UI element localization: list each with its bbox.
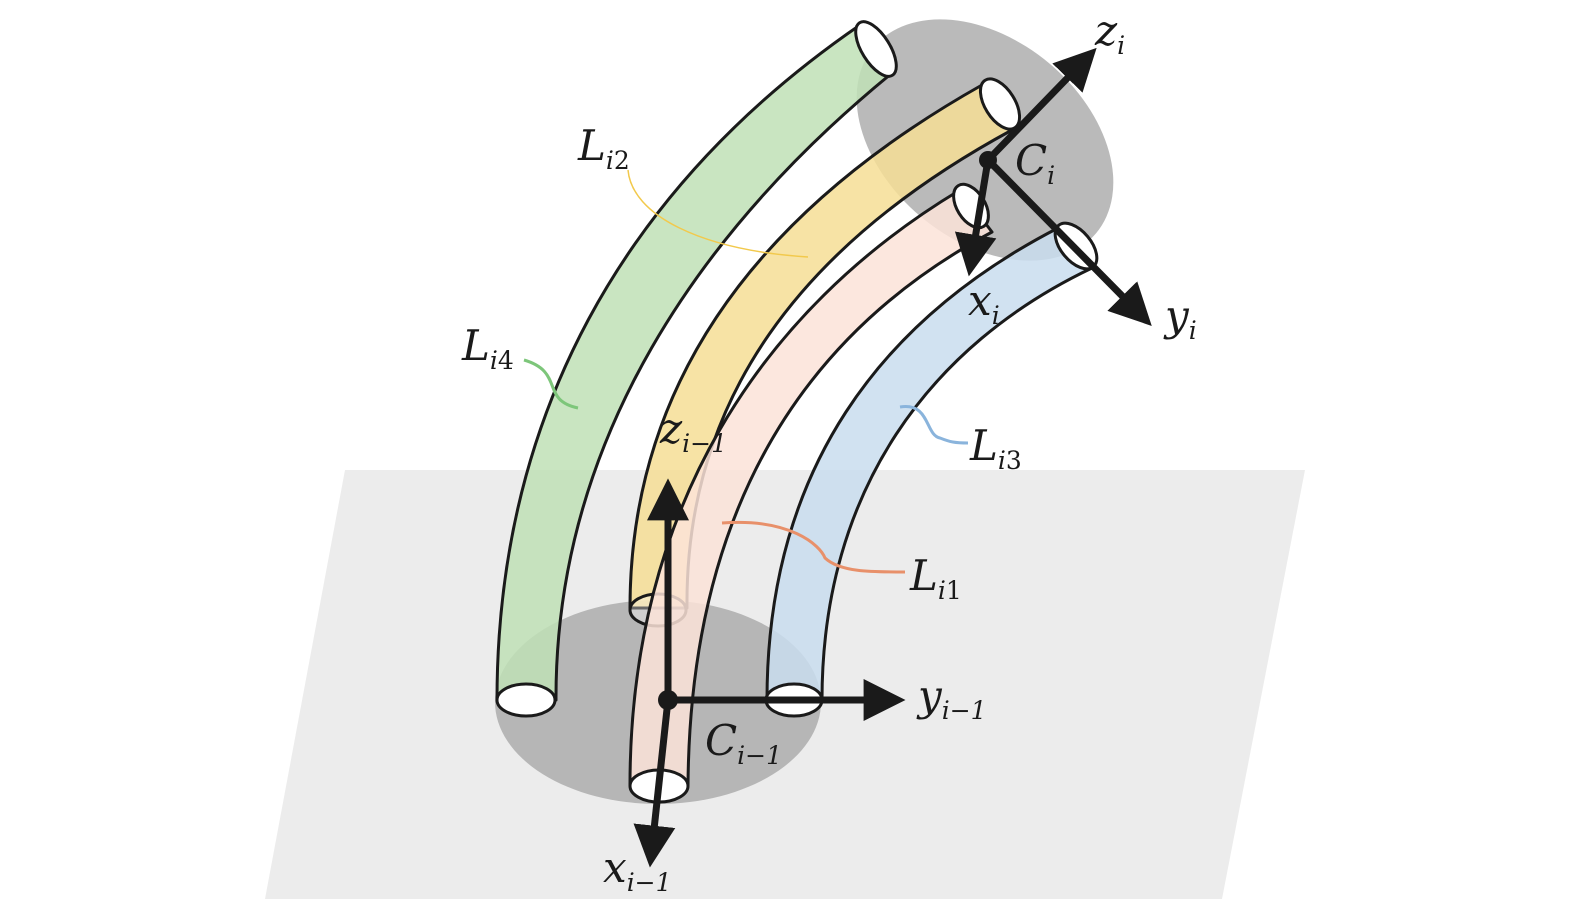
label-l-i4: Li4 (461, 321, 514, 375)
origin-c-prev (658, 690, 678, 710)
leader-l-i3 (899, 405, 969, 445)
y-i-axis (985, 157, 1152, 326)
label-l-i3: Li3 (969, 421, 1022, 475)
label-z-i: zi (1094, 6, 1125, 60)
label-y-i: yi (1163, 291, 1197, 345)
x-prev-axis (633, 699, 676, 868)
label-l-i2: Li2 (577, 121, 630, 175)
leader-l-i1 (721, 520, 906, 574)
label-z-prev: zi−1 (659, 404, 727, 458)
leader-l-i2 (627, 169, 809, 258)
label-l-i1: Li1 (909, 551, 962, 605)
bottom-frame-axes (633, 478, 906, 868)
x-i-axis (954, 159, 997, 277)
z-i-axis (985, 47, 1097, 163)
label-x-i: xi (968, 276, 1000, 330)
label-x-prev: xi−1 (603, 843, 672, 897)
label-c-prev: Ci−1 (705, 716, 782, 770)
origin-c-i (979, 151, 997, 169)
tube-l-i4 (495, 20, 898, 718)
top-frame-axes (954, 47, 1152, 326)
leader-l-i4 (523, 358, 579, 410)
label-c-i: Ci (1015, 136, 1055, 190)
label-y-prev: yi−1 (916, 671, 987, 725)
